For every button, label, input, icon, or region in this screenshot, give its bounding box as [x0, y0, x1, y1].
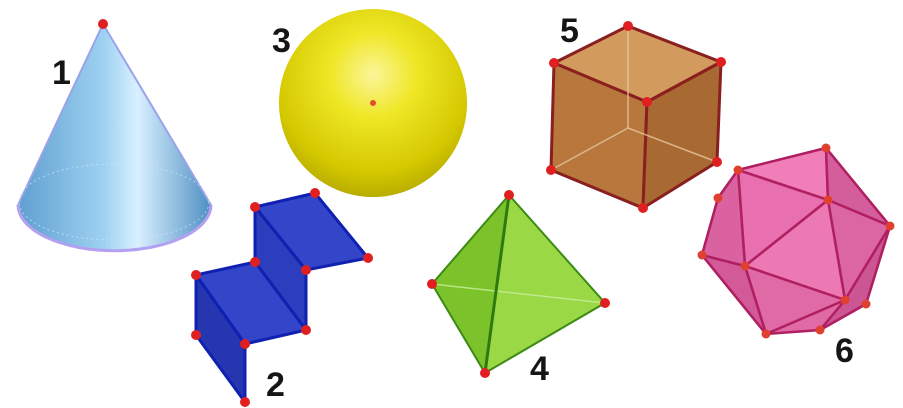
icosahedron-shape [697, 143, 895, 339]
label-3: 3 [272, 22, 291, 60]
cone-apex [98, 19, 108, 29]
label-6: 6 [835, 332, 854, 370]
step-prism-shape [191, 188, 373, 407]
label-2: 2 [266, 366, 285, 404]
tetrahedron-shape [427, 190, 610, 378]
cube-shape [546, 21, 726, 213]
cone-shape [16, 19, 213, 253]
label-4: 4 [530, 350, 549, 388]
sphere-shape [279, 9, 467, 197]
sphere-center [370, 100, 376, 106]
label-1: 1 [52, 54, 71, 92]
label-5: 5 [560, 12, 579, 50]
